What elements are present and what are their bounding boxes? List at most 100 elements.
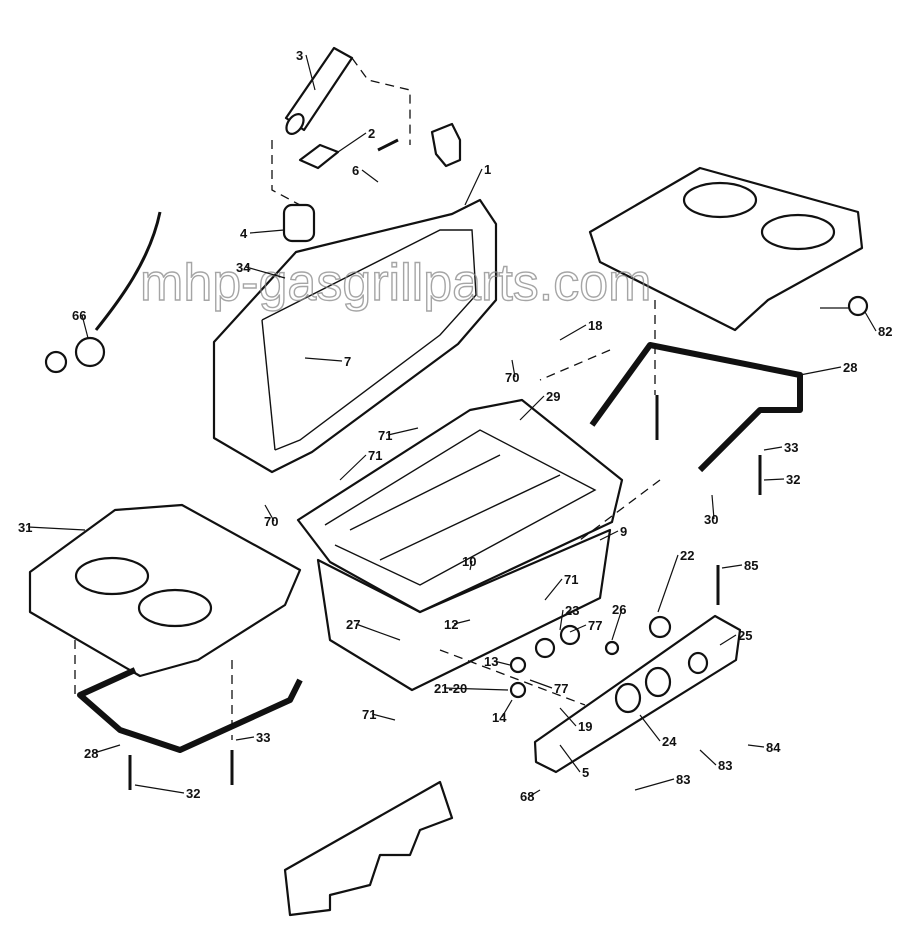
part-label-29: 29 [546,389,560,404]
leader-line [599,530,619,541]
leader-line [249,229,285,234]
right-side-shelf [588,166,864,332]
leader-line [634,778,675,791]
igniter-module [282,203,316,243]
leader-line [799,366,842,376]
right-shelf-frame [589,342,803,473]
part-label-19: 19 [578,719,592,734]
part-label-71: 71 [378,428,392,443]
part-label-70: 70 [505,370,519,385]
control-panel [533,614,742,774]
leader-line [337,132,367,153]
leader-line [763,446,783,451]
leader-line [529,679,553,689]
part-label-4: 4 [240,226,248,241]
part-label-9: 9 [620,524,627,539]
part-label-23: 23 [565,603,579,618]
part-label-77: 77 [554,681,568,696]
leader-line [699,749,717,766]
leader-line [245,266,286,279]
leader-line [559,609,564,631]
part-label-3: 3 [296,48,303,63]
part-label-26: 26 [612,602,626,617]
leader-line [464,168,483,206]
heat-shield [283,780,454,917]
leader-line [559,707,577,727]
leader-line [529,789,541,797]
leader-line [721,564,743,569]
part-label-83: 83 [676,772,690,787]
watermark: mhp-gasgrillparts.com [140,254,652,312]
lid [212,198,498,474]
leader-line [559,324,587,341]
leader-line [264,504,275,522]
leader-line [304,357,343,362]
part-label-33: 33 [256,730,270,745]
part-label-71: 71 [368,448,382,463]
part-label-13: 13 [484,654,498,669]
part-label-28: 28 [843,360,857,375]
part-label-33: 33 [784,440,798,455]
part-label-32: 32 [786,472,800,487]
leader-line [511,359,516,378]
regulator [74,336,106,368]
leader-line [519,395,545,421]
leader-line [747,744,765,748]
ignitor-switch [298,143,340,170]
part-label-70: 70 [264,514,278,529]
leader-line [387,427,419,436]
part-label-5: 5 [582,765,589,780]
thermometer [847,295,869,317]
part-label-66: 66 [72,308,86,323]
left-shelf-frame [77,667,303,753]
part-label-6: 6 [352,163,359,178]
leader-line [469,560,473,571]
leader-line [27,526,86,531]
part-label-77: 77 [588,618,602,633]
part-label-24: 24 [662,734,677,749]
part-label-31: 31 [18,520,32,535]
leader-line [501,699,513,718]
leader-line [305,54,316,91]
leader-line [235,736,255,741]
leader-line [763,478,785,481]
part-label-7: 7 [344,354,351,369]
part-label-12: 12 [444,617,458,632]
part-label-18: 18 [588,318,602,333]
part-label-10: 10 [462,554,476,569]
part-label-84: 84 [766,740,781,755]
leader-line [93,744,121,754]
part-label-83: 83 [718,758,732,773]
leader-line [711,494,715,520]
leader-line [361,169,379,183]
leader-line [864,311,877,332]
part-label-28: 28 [84,746,98,761]
bolts [128,138,762,790]
part-label-85: 85 [744,558,758,573]
left-side-shelf [28,503,302,678]
leader-line [657,554,679,613]
part-label-82: 82 [878,324,892,339]
part-label-22: 22 [680,548,694,563]
gas-hose [94,211,162,331]
leader-line [355,623,401,641]
leader-line [569,624,587,633]
part-label-32: 32 [186,786,200,801]
leader-line [559,744,581,773]
leader-line [493,660,511,666]
leader-line [544,578,563,601]
part-label-1: 1 [484,162,491,177]
firebox [296,398,624,692]
leader-line [81,314,89,339]
leader-line [719,634,737,646]
part-label-68: 68 [520,789,534,804]
leader-line [371,713,396,721]
part-label-2: 2 [368,126,375,141]
part-label-30: 30 [704,512,718,527]
part-label-71: 71 [564,572,578,587]
part-label-27: 27 [346,617,360,632]
burner-tube [284,46,354,135]
leader-line [339,454,367,481]
